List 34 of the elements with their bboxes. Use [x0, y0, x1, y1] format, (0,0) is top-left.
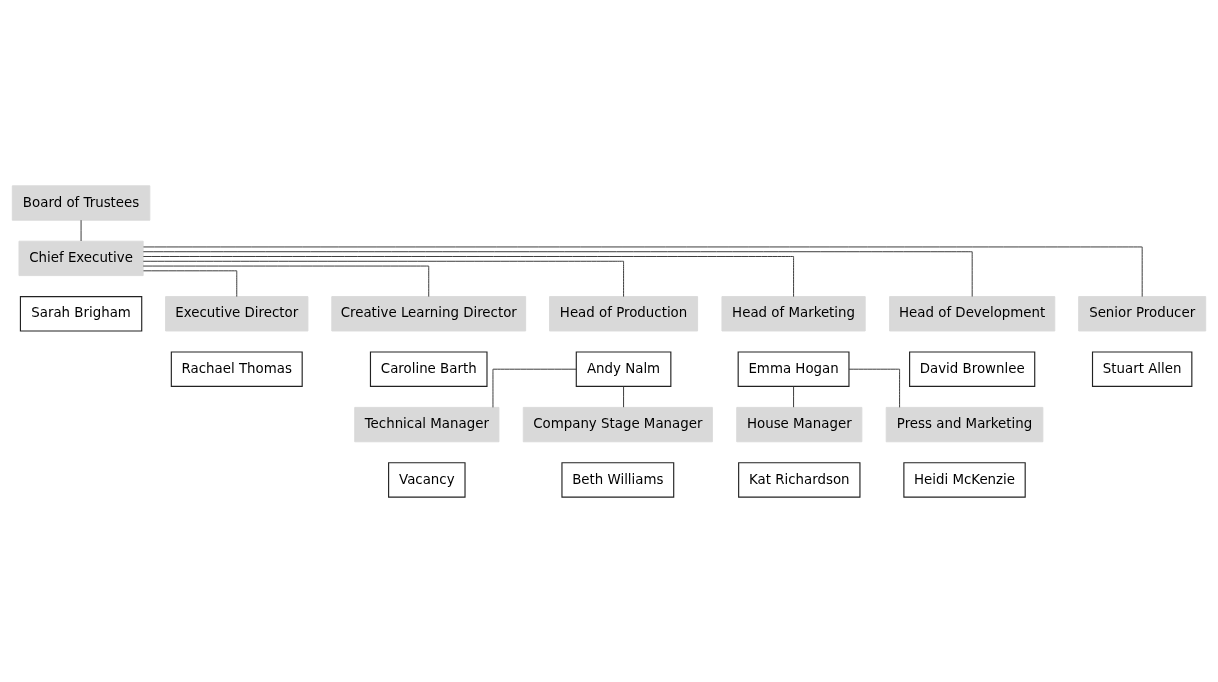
node-box: Technical Manager	[354, 406, 500, 442]
node-box: Company Stage Manager	[522, 406, 713, 442]
node-box: Chief Executive	[18, 240, 144, 276]
connector	[142, 265, 430, 297]
node-box: Stuart Allen	[1091, 350, 1193, 387]
node-box: Board of Trustees	[11, 184, 151, 221]
node-box: Creative Learning Director	[331, 295, 527, 331]
node-box: Vacancy	[388, 461, 466, 498]
connector	[623, 385, 625, 408]
connector	[142, 250, 973, 297]
node-box: David Brownlee	[909, 350, 1036, 387]
connector	[143, 269, 238, 297]
connector	[142, 255, 795, 297]
node-box: Sarah Brigham	[19, 295, 143, 332]
node-box: Andy Nalm	[575, 350, 672, 387]
node-box: Beth Williams	[561, 461, 675, 498]
node-box: Head of Development	[889, 295, 1056, 331]
node-box: Head of Production	[549, 295, 699, 331]
connector	[80, 219, 82, 241]
connector	[793, 385, 795, 408]
node-box: Rachael Thomas	[170, 350, 303, 387]
connector	[492, 368, 577, 408]
node-box: Heidi McKenzie	[903, 461, 1026, 498]
connector	[848, 368, 901, 408]
node-box: Kat Richardson	[738, 461, 861, 498]
node-box: Senior Producer	[1078, 295, 1207, 331]
connector	[142, 260, 625, 297]
node-box: Press and Marketing	[885, 406, 1044, 442]
connector	[143, 245, 1143, 297]
node-box: Caroline Barth	[369, 350, 488, 387]
node-box: Executive Director	[165, 295, 309, 331]
node-box: Head of Marketing	[721, 295, 866, 331]
node-box: Emma Hogan	[737, 350, 850, 387]
node-box: House Manager	[736, 406, 863, 442]
